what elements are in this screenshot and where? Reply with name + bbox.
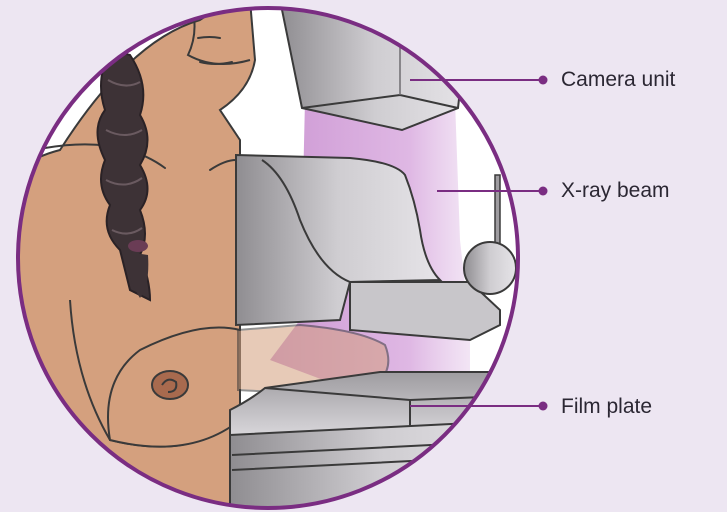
xray-beam-label: X-ray beam [561, 180, 670, 201]
machine-stand [230, 420, 530, 512]
patient-nipple [152, 371, 188, 399]
camera-unit-label: Camera unit [561, 69, 675, 90]
film-plate-label: Film plate [561, 396, 652, 417]
paddle-knob [464, 242, 516, 294]
